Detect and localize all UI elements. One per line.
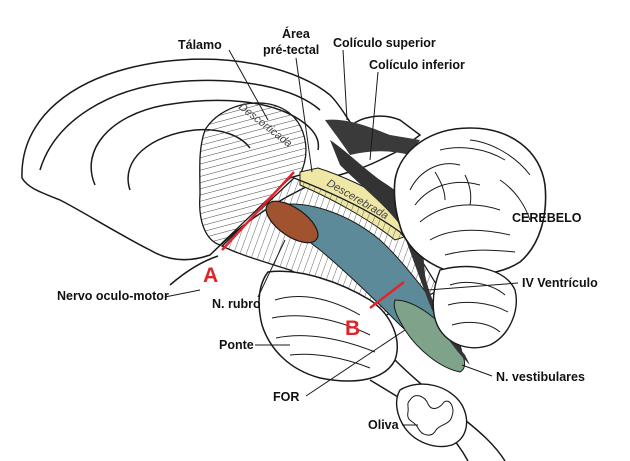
label-area-line1: Área [282, 26, 311, 41]
pons-outline [258, 270, 398, 382]
pons-fibers [271, 295, 376, 369]
olive-inner-folds [407, 395, 454, 436]
label-area-line2: pré-tectal [263, 43, 319, 57]
label-ponte: Ponte [219, 338, 254, 352]
label-coliculo-superior: Colículo superior [333, 36, 436, 50]
label-coliculo-inferior: Colículo inferior [369, 58, 465, 72]
cerebellum-lower-lobe [432, 265, 517, 349]
cingulate-curve [39, 79, 321, 171]
leader-lines [164, 49, 519, 426]
label-n-rubro: N. rubro [212, 297, 261, 311]
transection-line-a [221, 171, 295, 251]
label-nervo-oculo-motor: Nervo oculo-motor [57, 289, 169, 303]
label-iv-ventriculo: IV Ventrículo [522, 276, 598, 290]
marker-a: A [203, 264, 218, 287]
cerebellum-folia [409, 139, 531, 256]
label-cerebelo: CEREBELO [512, 211, 582, 225]
label-for: FOR [273, 390, 299, 404]
cerebral-hemisphere-outline [21, 58, 422, 261]
label-n-vestibulares: N. vestibulares [496, 370, 585, 384]
label-talamo: Tálamo [178, 38, 222, 52]
marker-b: B [345, 317, 360, 340]
transection-line-b [369, 281, 405, 309]
red-nucleus [265, 200, 319, 244]
cerebellum-outline [393, 127, 547, 276]
label-oliva: Oliva [368, 418, 400, 432]
corpus-callosum [90, 99, 320, 186]
lower-lobe-folia [447, 282, 509, 333]
oculomotor-nerve [169, 255, 219, 286]
olive-outline [395, 383, 468, 448]
